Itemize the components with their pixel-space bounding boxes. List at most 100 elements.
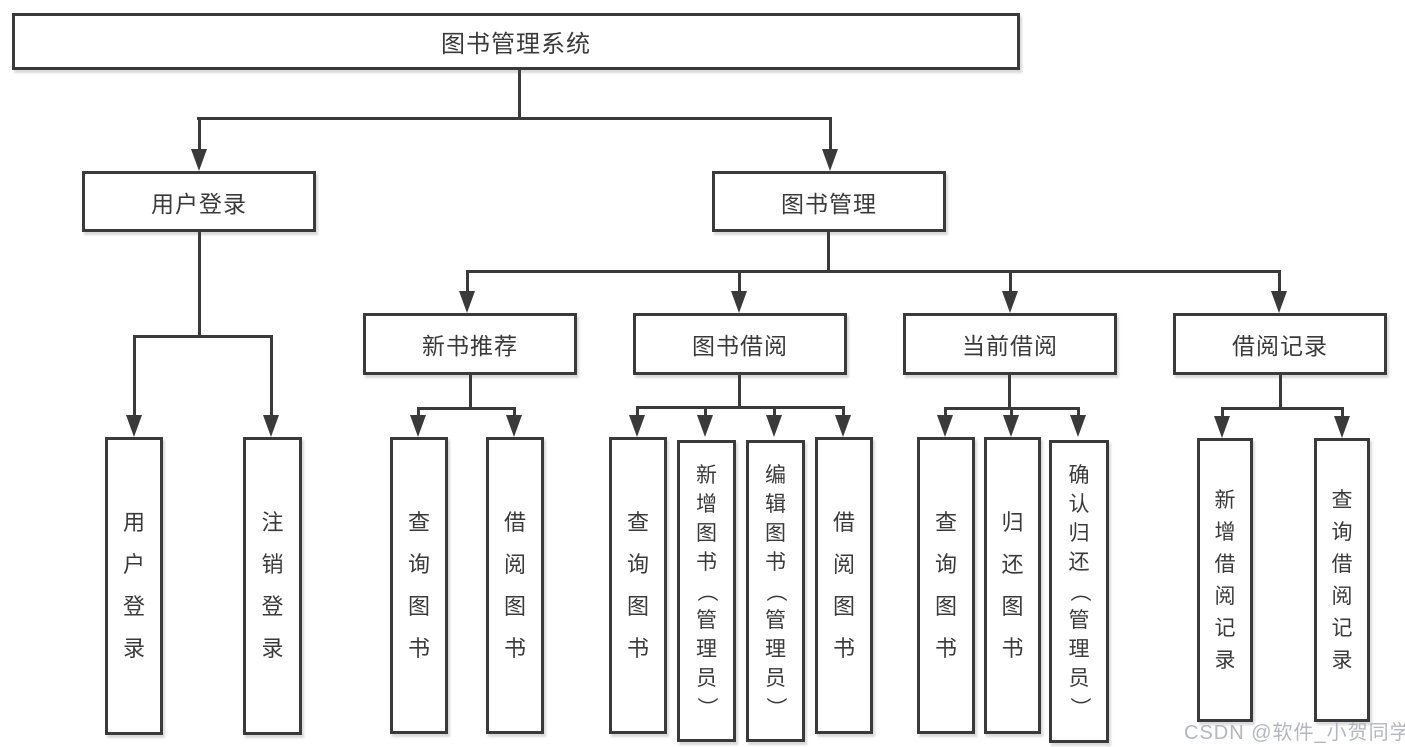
arrow-down-icon (459, 291, 475, 313)
connector-line (829, 117, 832, 150)
vertical-char: 借 (1331, 552, 1353, 576)
vertical-char: 查 (407, 509, 430, 535)
leaf-confirm-return-admin: 确认归还（管理员） (1049, 440, 1109, 743)
connector-line (1010, 407, 1013, 417)
vertical-char: 用 (122, 510, 145, 535)
vertical-char: 理 (765, 637, 786, 661)
connector-line (704, 406, 707, 417)
vertical-char: 图 (407, 593, 430, 619)
vertical-char: 确 (1068, 464, 1090, 487)
node-book-borrow: 图书借阅 (633, 313, 847, 375)
leaf-edit-books-admin: 编辑图书（管理员） (746, 440, 805, 742)
connector-line (466, 270, 1281, 273)
vertical-char: 图 (832, 593, 855, 619)
vertical-char: 管 (696, 608, 717, 632)
arrow-down-icon (1271, 291, 1287, 313)
connector-line (944, 407, 947, 417)
vertical-char: 图 (696, 521, 717, 545)
vertical-char: 辑 (765, 492, 786, 516)
node-label: 新书推荐 (422, 333, 518, 359)
vertical-char: 书 (832, 635, 855, 661)
node-label: 当前借阅 (962, 333, 1058, 359)
connector-line (1341, 407, 1344, 418)
vertical-char: 新 (696, 463, 717, 487)
arrow-down-icon (410, 415, 426, 437)
arrow-down-icon (506, 415, 522, 437)
vertical-char: 询 (407, 551, 430, 577)
connector-line (197, 117, 832, 120)
vertical-char: 书 (1001, 635, 1024, 661)
vertical-char: 借 (503, 509, 526, 535)
connector-line (827, 232, 830, 273)
vertical-char: 管 (765, 608, 786, 632)
connector-line (1278, 270, 1281, 294)
vertical-char: 询 (934, 551, 957, 577)
connector-line (773, 406, 776, 417)
vertical-char: 图 (934, 593, 957, 619)
vertical-char: 员 (765, 666, 786, 690)
vertical-char: 书 (407, 635, 430, 661)
vertical-char: 录 (1331, 648, 1353, 672)
leaf-user-login: 用户登录 (105, 437, 163, 735)
connector-line (1077, 407, 1080, 417)
arrow-down-icon (629, 415, 645, 437)
vertical-char: 编 (765, 463, 786, 487)
arrow-down-icon (937, 415, 953, 437)
arrow-down-icon (191, 149, 207, 171)
arrow-down-icon (835, 415, 851, 437)
connector-line (466, 270, 469, 294)
vertical-char: 询 (1331, 520, 1353, 544)
arrow-down-icon (1070, 415, 1086, 437)
vertical-char: （ (1067, 581, 1091, 602)
connector-line (133, 335, 136, 416)
connector-line (636, 406, 845, 409)
leaf-query-books-borrow: 查询图书 (609, 437, 667, 734)
connector-line (518, 70, 521, 119)
leaf-query-borrow-record: 查询借阅记录 (1314, 438, 1370, 722)
leaf-return-books: 归还图书 (984, 437, 1041, 734)
vertical-char: 图 (626, 593, 649, 619)
vertical-char: 记 (1214, 616, 1236, 640)
vertical-char: 增 (696, 492, 717, 516)
leaf-add-books-admin: 新增图书（管理员） (677, 440, 736, 742)
leaf-logout: 注销登录 (243, 437, 302, 735)
node-label: 借阅记录 (1232, 333, 1328, 359)
arrow-down-icon (731, 291, 747, 313)
vertical-char: 录 (122, 636, 145, 661)
vertical-char: 询 (626, 551, 649, 577)
csdn-watermark: CSDN @软件_小贺同学 (1184, 722, 1405, 744)
vertical-char: 增 (1214, 520, 1236, 544)
node-borrow-record: 借阅记录 (1173, 313, 1387, 375)
vertical-char: ） (695, 696, 718, 718)
vertical-char: 借 (1214, 552, 1236, 576)
vertical-char: 员 (1068, 667, 1090, 690)
connector-line (469, 375, 472, 410)
vertical-char: 阅 (503, 551, 526, 577)
vertical-char: 理 (1068, 638, 1090, 661)
node-new-book-recommend: 新书推荐 (363, 313, 577, 375)
vertical-char: 新 (1214, 488, 1236, 512)
leaf-query-books-current: 查询图书 (917, 437, 975, 734)
vertical-char: ） (1067, 697, 1091, 718)
vertical-char: 阅 (832, 551, 855, 577)
vertical-char: 阅 (1214, 584, 1236, 608)
vertical-char: 员 (696, 666, 717, 690)
vertical-char: 书 (765, 550, 786, 574)
arrow-down-icon (1334, 416, 1350, 438)
vertical-char: 录 (261, 636, 284, 661)
vertical-char: 查 (626, 509, 649, 535)
node-label: 图书管理 (781, 190, 877, 217)
connector-line (1008, 375, 1011, 410)
connector-line (270, 335, 273, 416)
vertical-char: 书 (626, 635, 649, 661)
arrow-down-icon (263, 415, 279, 437)
vertical-char: 查 (934, 509, 957, 535)
vertical-char: ） (764, 696, 787, 718)
connector-line (1279, 375, 1282, 410)
vertical-char: 理 (696, 637, 717, 661)
vertical-char: 图 (1001, 593, 1024, 619)
vertical-char: 登 (122, 594, 145, 619)
vertical-char: 注 (261, 510, 284, 535)
connector-line (1221, 407, 1344, 410)
connector-line (417, 407, 516, 410)
